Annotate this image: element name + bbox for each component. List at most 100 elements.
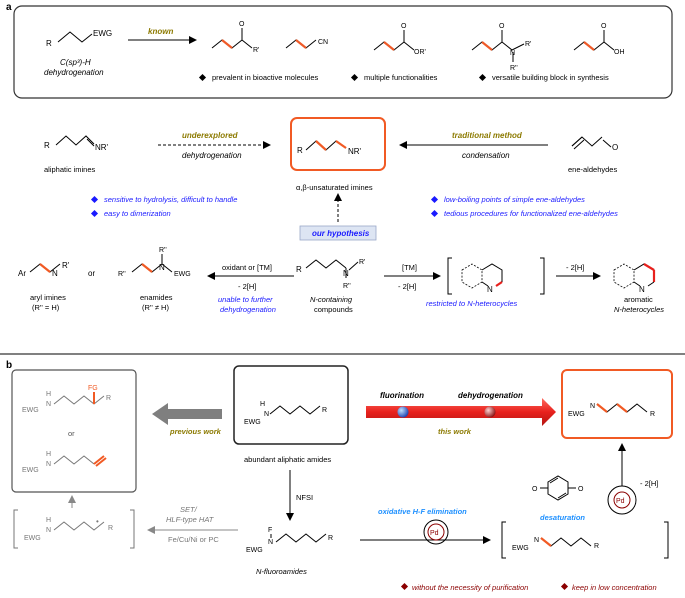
radical-intermediate: EWG N H • R — [13, 509, 135, 549]
product-nitrile: CN — [285, 39, 328, 49]
svg-text:N: N — [46, 527, 51, 534]
known-bullets: prevalent in bioactive molecules multipl… — [198, 73, 609, 82]
dehydrogenation-label: dehydrogenation — [182, 151, 242, 160]
svg-text:F: F — [268, 527, 272, 534]
hypothesis-box — [299, 225, 377, 241]
aromatic-label-2: N-heterocycles — [614, 305, 664, 314]
ene-aldehydes-label: ene-aldehydes — [568, 165, 617, 174]
svg-text:prevalent in bioactive molecul: prevalent in bioactive molecules — [212, 73, 319, 82]
fluorination-ball — [397, 406, 409, 418]
svg-text:EWG: EWG — [246, 547, 263, 554]
aliphatic-imines-label: aliphatic imines — [44, 165, 96, 174]
svg-text:O: O — [532, 486, 538, 493]
svg-text:NR': NR' — [95, 143, 109, 152]
svg-text:EWG: EWG — [24, 535, 41, 542]
svg-text:N: N — [268, 539, 273, 546]
svg-text:N: N — [639, 285, 645, 294]
svg-text:O: O — [601, 23, 607, 30]
this-work-label: this work — [438, 427, 472, 436]
svg-text:R'': R'' — [510, 65, 518, 72]
restricted-note: restricted to N-heterocycles — [426, 299, 518, 308]
svg-text:R'': R'' — [159, 247, 167, 254]
unsaturated-imines-label: α,β-unsaturated imines — [296, 183, 373, 192]
aromatic-heterocycle: N — [613, 263, 656, 294]
svg-text:CN: CN — [318, 39, 328, 46]
svg-text:N: N — [264, 411, 269, 418]
enamide-structure: R'' N EWG R'' — [118, 247, 191, 278]
minus-2h-mid: - 2[H] — [398, 282, 416, 291]
svg-text:EWG: EWG — [244, 419, 261, 426]
n-containing-label-2: compounds — [314, 305, 353, 314]
svg-text:•: • — [96, 517, 99, 526]
pd-label-right: Pd — [616, 498, 625, 505]
prev-product-fg: EWG N H FG R — [22, 385, 111, 414]
minus-2h-right: - 2[H] — [566, 263, 584, 272]
svg-text:EWG: EWG — [568, 411, 585, 418]
svg-text:R: R — [296, 265, 302, 274]
product-amide: O R' N R'' — [471, 23, 531, 72]
svg-text:EWG: EWG — [174, 271, 191, 278]
svg-text:N: N — [590, 403, 595, 410]
unable-note-2: dehydrogenation — [220, 305, 276, 314]
top-known-box — [13, 5, 673, 99]
oxidative-label: oxidative H-F elimination — [378, 507, 467, 516]
known-label: known — [148, 27, 173, 36]
footnotes: without the necessity of purification ke… — [400, 582, 657, 592]
panel-b-label: b — [6, 360, 12, 371]
amide-box — [233, 365, 349, 445]
prev-or: or — [68, 429, 75, 438]
unsaturated-imine-box — [290, 117, 386, 171]
previous-work-arrow — [152, 403, 222, 425]
svg-text:N: N — [46, 401, 51, 408]
n-containing-structure: R N R' R'' — [296, 259, 365, 290]
svg-text:O: O — [401, 23, 407, 30]
svg-text:EWG: EWG — [512, 545, 529, 552]
svg-text:FG: FG — [88, 385, 98, 392]
csp3-dehydrogenation-label: dehydrogenation — [44, 68, 104, 77]
svg-text:low-boiling points of simple e: low-boiling points of simple ene-aldehyd… — [444, 195, 585, 204]
enamides-condition: (R'' ≠ H) — [142, 303, 169, 312]
tm-label: [TM] — [402, 263, 417, 272]
fluorination-label: fluorination — [380, 391, 424, 400]
aryl-imines-label: aryl imines — [30, 293, 66, 302]
pd-badge-right — [613, 491, 631, 509]
enamides-label: enamides — [140, 293, 173, 302]
product-structure: EWG N R — [568, 403, 655, 418]
pd-label-left: Pd — [430, 530, 439, 537]
nfsi-label: NFSI — [296, 493, 313, 502]
desaturation-label: desaturation — [540, 513, 585, 522]
set-label-2: HLF-type HAT — [166, 515, 215, 524]
svg-text:R': R' — [62, 261, 70, 270]
dihydro-heterocycle: N — [447, 257, 545, 295]
svg-text:EWG: EWG — [22, 467, 39, 474]
condensation-label: condensation — [462, 151, 510, 160]
unsaturated-imine-structure: R NR' — [297, 140, 362, 156]
svg-text:N: N — [52, 269, 58, 278]
svg-text:O: O — [612, 143, 618, 152]
svg-text:R: R — [322, 407, 327, 414]
amide-structure: EWG N H R — [244, 401, 327, 426]
svg-text:R: R — [106, 395, 111, 402]
substrate-ewg: EWG — [93, 29, 112, 38]
substrate-structure: R EWG — [46, 29, 112, 48]
svg-text:H: H — [260, 401, 265, 408]
svg-text:N: N — [343, 269, 349, 278]
csp3-label: C(sp³)-H — [60, 58, 91, 67]
this-work-arrow — [366, 398, 556, 426]
product-acid: O OH — [573, 23, 625, 56]
oxidant-label: oxidant or [TM] — [222, 263, 272, 272]
product-ester: O OR' — [373, 23, 426, 56]
svg-text:R: R — [650, 411, 655, 418]
set-label-1: SET/ — [180, 505, 198, 514]
svg-text:tedious procedures for functio: tedious procedures for functionalized en… — [444, 209, 618, 218]
benzoquinone: O O — [532, 475, 584, 501]
svg-text:R'': R'' — [343, 283, 351, 290]
substrate-r: R — [46, 39, 52, 48]
aryl-imine-structure: Ar N R' — [18, 261, 70, 278]
dehydrogenation-label-b: dehydrogenation — [458, 391, 523, 400]
minus-2h-left: - 2[H] — [238, 282, 256, 291]
svg-text:H: H — [46, 517, 51, 524]
svg-text:OH: OH — [614, 49, 625, 56]
svg-text:keep in low concentration: keep in low concentration — [572, 583, 657, 592]
